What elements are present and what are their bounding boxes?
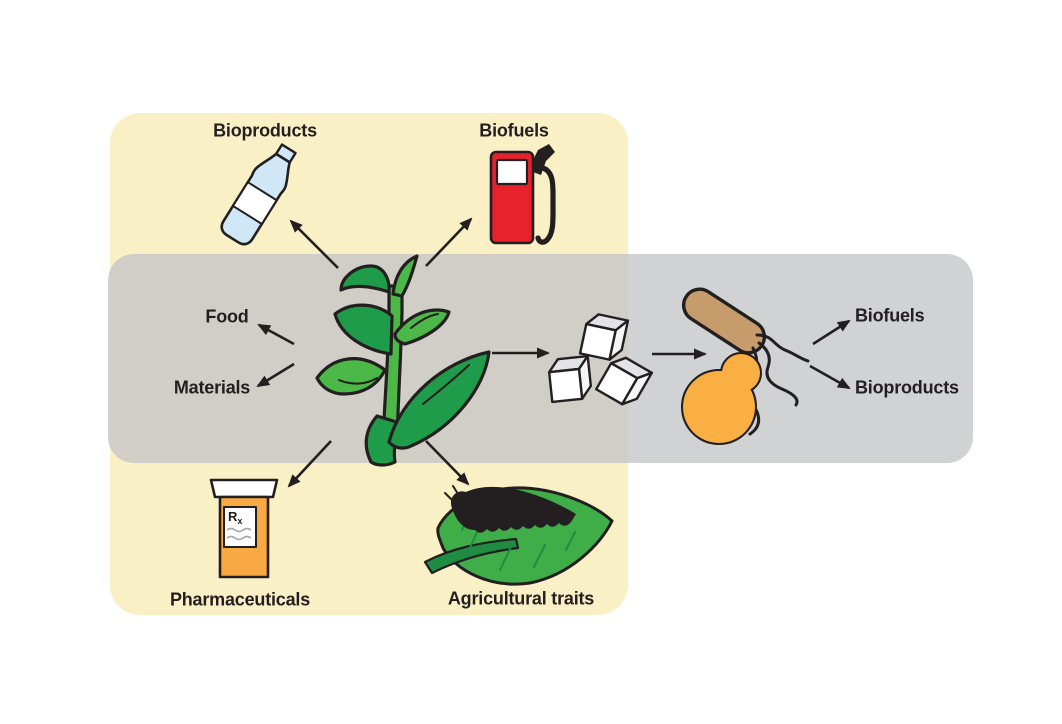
- arrow-plant-to-food: [257, 323, 295, 346]
- bacterium-icon: [681, 287, 810, 436]
- arrow-plant-to-materials: [256, 362, 295, 388]
- label-biofuels-right: Biofuels: [855, 305, 925, 326]
- corn-plant-icon: [315, 254, 491, 467]
- label-biofuels-top: Biofuels: [479, 120, 549, 141]
- rx-symbol: R: [228, 509, 238, 524]
- label-agricultural-traits: Agricultural traits: [447, 588, 595, 609]
- arrow-microbes-to-biofuels: [812, 319, 851, 346]
- fuel-pump-icon: [489, 144, 556, 245]
- water-bottle-icon: [220, 143, 297, 246]
- arrow-plant-to-bioproducts: [289, 219, 339, 269]
- arrows: [256, 217, 851, 488]
- rx-subscript: x: [237, 516, 242, 526]
- caterpillar-body: [450, 486, 576, 533]
- pill-bottle-icon: Rx: [209, 478, 279, 579]
- sugar-cubes-icon: [546, 311, 654, 411]
- sugar-cube: [578, 311, 630, 363]
- label-bioproducts-top: Bioproducts: [213, 120, 317, 141]
- label-pharmaceuticals: Pharmaceuticals: [169, 589, 311, 610]
- sugar-cube: [594, 351, 654, 411]
- sugar-fermentation-panel: [108, 254, 973, 463]
- label-bioproducts-right: Bioproducts: [855, 377, 959, 398]
- arrow-plant-to-pharmaceuticals: [287, 440, 332, 488]
- arrow-plant-to-agricultural-traits: [425, 440, 470, 486]
- yeast-icon: [681, 352, 762, 445]
- arrow-plant-to-biofuels: [425, 217, 473, 267]
- label-food: Food: [205, 306, 249, 327]
- sugar-cube: [546, 354, 594, 404]
- label-materials: Materials: [173, 377, 251, 398]
- leaf-caterpillar-icon: [423, 485, 614, 586]
- rx-label: Rx: [228, 509, 242, 526]
- arrow-microbes-to-bioproducts: [809, 364, 851, 390]
